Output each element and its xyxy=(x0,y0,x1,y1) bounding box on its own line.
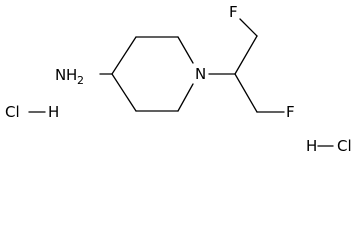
amine-h-label: H xyxy=(66,66,77,84)
fluorine-top-label: F xyxy=(229,3,238,21)
ring-nitrogen-label: N xyxy=(195,65,206,83)
bond-c4-c3 xyxy=(111,36,137,75)
bond-c5-c4 xyxy=(111,73,137,112)
salt-right-h-label: H xyxy=(306,137,317,154)
salt-right-cl-label: Cl xyxy=(337,137,352,154)
piperidine-ring xyxy=(111,36,194,112)
bond-c2-n1 xyxy=(177,36,194,64)
difluoropropyl-group xyxy=(208,18,285,113)
bond-ch-ch2-top xyxy=(234,35,258,75)
bond-ch2-top-f xyxy=(239,18,258,37)
chemical-structure: N H 2 N F F Cl H H Cl xyxy=(5,3,352,154)
bond-ch-ch2-bottom xyxy=(234,73,258,113)
fluorine-bottom-label: F xyxy=(286,103,295,121)
salt-left-h-label: H xyxy=(48,103,59,121)
amine-h-count: 2 xyxy=(77,74,84,87)
salt-left-cl-label: Cl xyxy=(5,103,20,121)
amine-n-label: N xyxy=(55,66,66,84)
bond-n1-c6 xyxy=(177,83,194,112)
